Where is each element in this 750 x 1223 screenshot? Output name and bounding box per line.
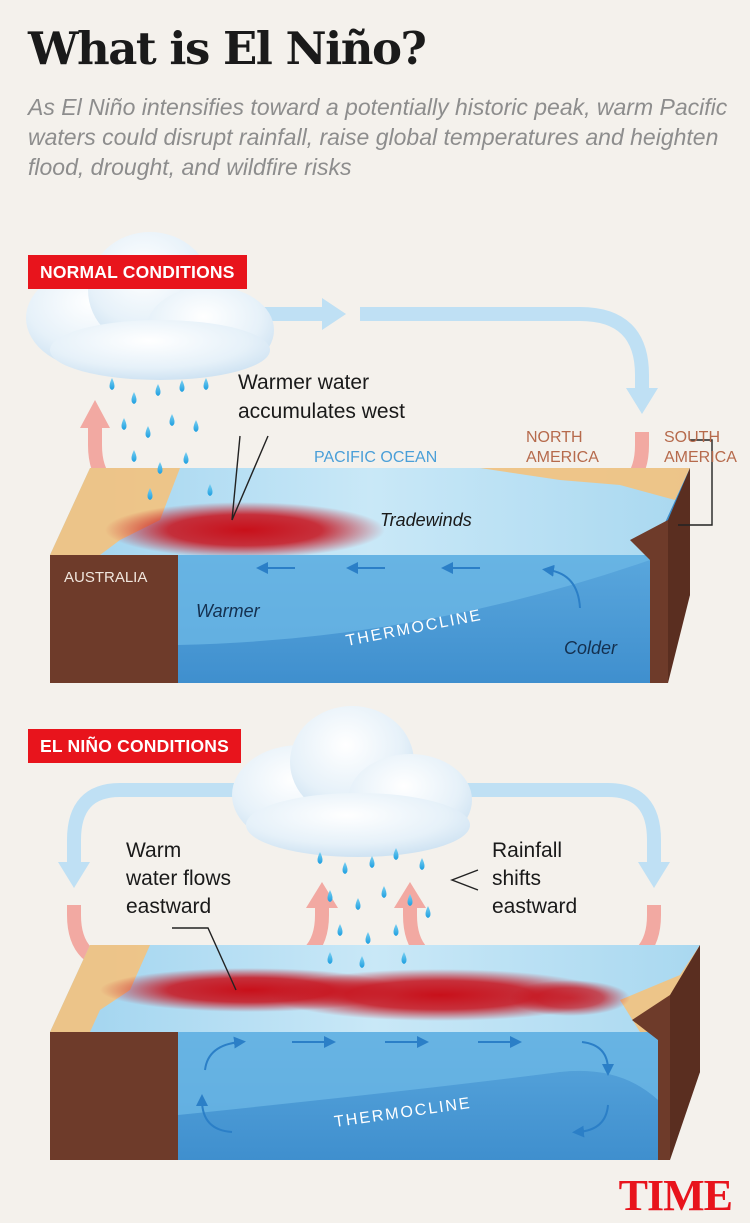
elnino-subsurface-arrows: [196, 1036, 614, 1138]
warm-water-pool: [105, 502, 385, 558]
normal-conditions-badge: NORMAL CONDITIONS: [28, 255, 247, 289]
normal-rain-drops: [109, 378, 213, 500]
time-logo: TIME: [618, 1171, 733, 1220]
pacific-ocean-label: PACIFIC OCEAN: [314, 449, 437, 466]
rainfall-shifts-3: eastward: [492, 895, 577, 918]
warm-layer: [178, 555, 650, 645]
australia-land: [50, 555, 178, 683]
elnino-annotation-leaders: [172, 869, 479, 991]
elnino-conditions-panel: Warm water flows eastward Rainfall shift…: [50, 706, 700, 1160]
elnino-australia-land: [50, 1032, 178, 1160]
colder-label: Colder: [564, 638, 618, 658]
south-america-label-2: AMERICA: [664, 449, 737, 466]
australia-label: AUSTRALIA: [64, 569, 147, 586]
normal-conditions-panel: Warmer water accumulates west PACIFIC OC…: [26, 232, 737, 683]
warmer-label: Warmer: [196, 601, 261, 621]
annotation-warmer-water-1: Warmer water: [238, 371, 369, 394]
elnino-rain-drops: [317, 848, 431, 968]
rainfall-shifts-2: shifts: [492, 867, 541, 890]
elnino-rain-cloud: [232, 706, 472, 857]
warm-water-flows-3: eastward: [126, 895, 211, 918]
south-america-land: [630, 520, 668, 683]
warm-water-flows-2: water flows: [125, 867, 231, 890]
annotation-leader-lines: [231, 435, 713, 526]
america-land-top: [480, 468, 690, 500]
south-america-label-1: SOUTH: [664, 429, 720, 446]
north-america-label-2: AMERICA: [526, 449, 599, 466]
page-subtitle: As El Niño intensifies toward a potentia…: [28, 94, 728, 180]
subsurface-flow-arrows: [256, 562, 581, 609]
rainfall-shifts-1: Rainfall: [492, 839, 562, 862]
elnino-conditions-badge: EL NIÑO CONDITIONS: [28, 729, 241, 763]
warm-water-flows-1: Warm: [126, 839, 181, 862]
north-america-label-1: NORTH: [526, 429, 583, 446]
tradewinds-label: Tradewinds: [380, 510, 472, 530]
australia-land-top: [50, 468, 180, 555]
page-title: What is El Niño?: [28, 22, 427, 75]
annotation-warmer-water-2: accumulates west: [238, 400, 405, 423]
